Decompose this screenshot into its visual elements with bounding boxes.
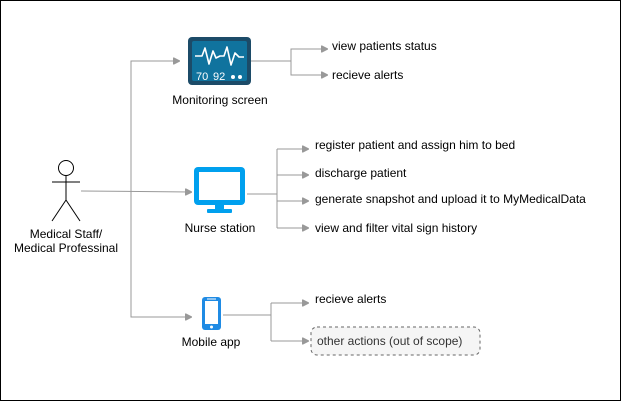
mobile-app-label: Mobile app	[182, 335, 241, 349]
actor-to-monitoring-arrow	[130, 61, 179, 191]
smartphone-icon	[202, 297, 221, 330]
actor-label-line1: Medical Staff/	[30, 227, 103, 241]
nurse-station-label: Nurse station	[185, 221, 256, 235]
nurse-station-action-text: view and filter vital sign history	[315, 221, 477, 235]
monitoring-branch-arrow	[290, 49, 327, 61]
desktop-monitor-icon	[194, 167, 245, 213]
nurse-station-action-text: register patient and assign him to bed	[315, 138, 515, 152]
monitoring-action-text: view patients status	[332, 39, 437, 53]
nurse-station-action-text: discharge patient	[315, 166, 407, 180]
actor-label-line2: Medical Professinal	[14, 241, 118, 255]
monitoring-branch-arrow	[290, 61, 327, 75]
out-of-scope-text: other actions (out of scope)	[317, 334, 462, 348]
monitor-readout-left: 70	[196, 71, 208, 83]
actor-to-mobile-arrow	[130, 191, 191, 317]
monitoring-screen-label: Monitoring screen	[172, 93, 267, 107]
vital-monitor-icon	[188, 37, 251, 85]
actor-to-nurse-station-arrow	[80, 191, 191, 192]
nurse-station-action-text: generate snapshot and upload it to MyMed…	[315, 192, 586, 206]
mobile-app-action-text: recieve alerts	[315, 292, 386, 306]
monitoring-action-text: recieve alerts	[332, 68, 403, 82]
stick-figure-icon	[51, 160, 81, 222]
out-of-scope-box	[310, 326, 481, 356]
monitor-readout-right: 92	[213, 71, 225, 83]
